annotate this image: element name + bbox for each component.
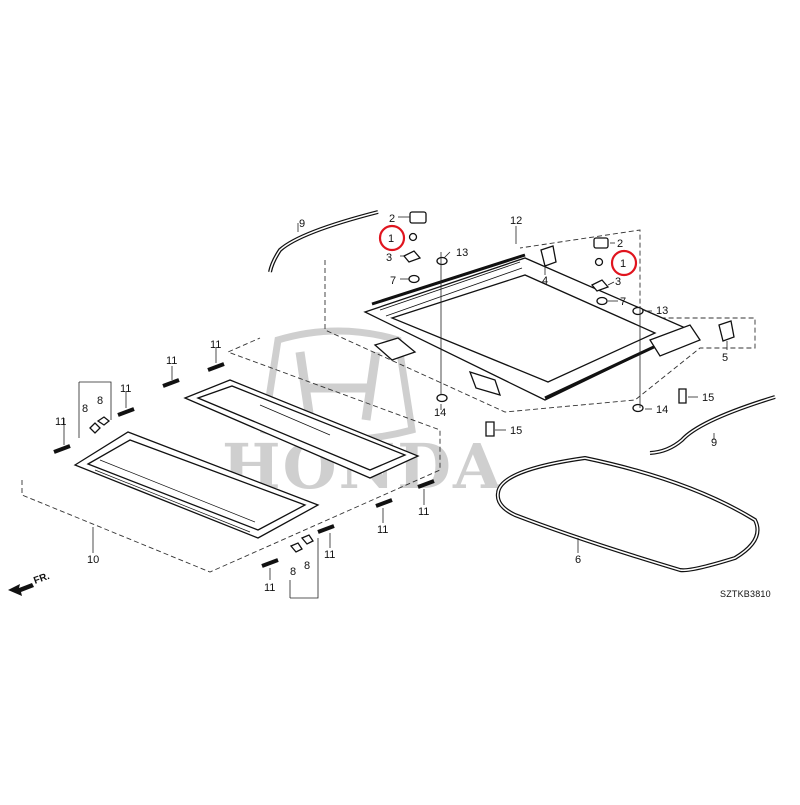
callout-labels: 9 2 1 3 7 13 14 12 4 2 1 3 7 13 5 14 15 …	[55, 213, 728, 594]
sunroof-frame	[363, 253, 701, 401]
callout-12: 12	[510, 215, 522, 227]
callout-9-left: 9	[299, 218, 305, 230]
callout-11-c: 11	[166, 355, 177, 367]
callout-7-right: 7	[620, 296, 626, 308]
diagram-code: SZTKB3810	[720, 589, 771, 599]
callout-3-right: 3	[615, 276, 621, 288]
callout-4: 4	[542, 275, 548, 287]
callout-8-c: 8	[290, 566, 296, 578]
callout-9-right: 9	[711, 437, 717, 449]
front-direction-arrow: FR.	[8, 571, 51, 596]
roof-seal	[495, 455, 760, 573]
callout-11-f: 11	[324, 549, 335, 561]
callout-15-right: 15	[702, 392, 714, 404]
glass-panel	[73, 431, 320, 539]
callout-14-right: 14	[656, 404, 668, 416]
callout-11-e: 11	[264, 582, 275, 594]
roof-molding-left	[268, 210, 379, 273]
highlight-circle-left	[378, 224, 406, 252]
sunshade-panel	[183, 379, 420, 479]
callout-15-left: 15	[510, 425, 522, 437]
callout-7-left: 7	[390, 275, 396, 287]
callout-11-a: 11	[55, 416, 66, 428]
roof-molding-right	[649, 395, 776, 455]
callout-13-right: 13	[656, 305, 668, 317]
direction-label: FR.	[32, 571, 51, 587]
callout-6: 6	[575, 554, 581, 566]
hardware-parts	[53, 211, 735, 568]
callout-2-right: 2	[617, 238, 623, 250]
leader-lines	[63, 216, 728, 599]
callout-8-a: 8	[82, 403, 88, 415]
highlight-circle-right	[610, 249, 638, 277]
callout-5: 5	[722, 352, 728, 364]
callout-2-left: 2	[389, 213, 395, 225]
callout-11-h: 11	[418, 506, 429, 518]
frame-group-outline	[324, 229, 756, 413]
callout-8-d: 8	[304, 560, 310, 572]
callout-11-b: 11	[120, 383, 131, 395]
callout-11-d: 11	[210, 339, 221, 351]
callout-1-left: 1	[388, 233, 394, 245]
callout-13-left: 13	[456, 247, 468, 259]
callout-11-g: 11	[377, 524, 388, 536]
callout-14-left: 14	[434, 407, 446, 419]
callout-10: 10	[87, 554, 99, 566]
callout-1-right: 1	[620, 258, 626, 270]
callout-8-b: 8	[97, 395, 103, 407]
callout-3-left: 3	[386, 252, 392, 264]
